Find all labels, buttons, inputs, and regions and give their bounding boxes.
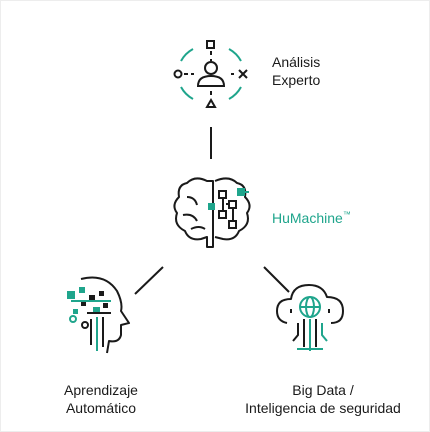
brain-circuit-icon: [173, 177, 251, 248]
expert-analysis-line2: Experto: [272, 72, 321, 88]
humachine-name: HuMachine: [272, 210, 343, 226]
connector-center-ml: [134, 266, 164, 295]
cloud-data-icon: [276, 284, 344, 351]
big-data-line2: Inteligencia de seguridad: [245, 400, 401, 416]
machine-learning-line1: Aprendizaje: [64, 382, 138, 398]
expert-analysis-label: Análisis Experto: [272, 53, 320, 89]
expert-analysis-line1: Análisis: [272, 54, 321, 70]
expert-analysis-icon: [173, 40, 248, 108]
machine-learning-label: Aprendizaje Automático: [41, 381, 161, 417]
humachine-label: HuMachine™: [272, 206, 351, 227]
trademark-mark: ™: [342, 210, 351, 219]
ai-head-icon: [67, 276, 130, 354]
connector-center-bigdata: [263, 266, 290, 293]
machine-learning-line2: Automático: [65, 400, 137, 416]
big-data-line1: Big Data /: [292, 382, 354, 398]
big-data-label: Big Data / Inteligencia de seguridad: [223, 381, 423, 417]
